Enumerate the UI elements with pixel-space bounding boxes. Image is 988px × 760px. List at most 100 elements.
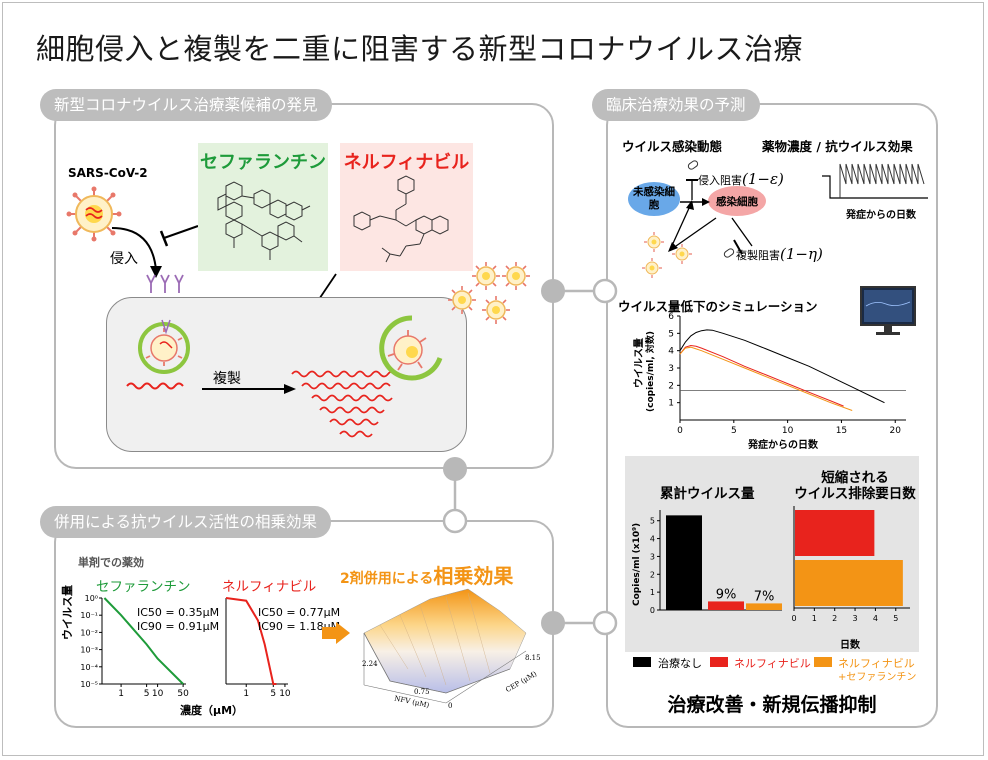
dose-xtick-label: 10 [279,689,291,699]
dose-xtick-label: 1 [243,689,249,699]
monitor-icon [860,286,916,335]
rep-block-text: 複製阻害 [736,249,780,262]
dose-ytick-label: 10⁰ [85,594,98,603]
pk-xlabel: 発症からの日数 [846,210,916,221]
dynamics-virions [642,232,692,278]
combo-title: 2剤併用による相乗効果 [340,560,513,589]
dose-xtick-label: 1 [118,689,124,699]
nfv-ic50: IC50 = 0.77μM [258,606,341,619]
virus-label: SARS-CoV-2 [68,166,148,180]
dynamics-label: ウイルス感染動態 [622,139,723,154]
replication-arrow [202,384,296,394]
sim-ytick-label: 1 [668,399,674,409]
legend-label-nfv: ネルフィナビル [734,657,811,670]
dose-ytick-label: 10⁻² [80,628,98,637]
assembly-icon [379,315,443,381]
nfv-ic90: IC90 = 1.18μM [258,620,341,633]
sim-xtick-label: 0 [677,426,683,436]
combo-emphasis: 相乗効果 [433,564,514,588]
cum-ytick-label: 2 [650,570,655,579]
cum-bar-1 [708,601,744,610]
single-drug-label: 単剤での薬効 [78,556,144,569]
dur-xlabel: 日数 [840,640,860,651]
cum-ytick-label: 1 [650,588,655,597]
synergy-surface-plot [363,588,527,704]
cum-ytick-label: 4 [650,535,655,544]
sim-series-1 [679,344,844,407]
pill-icon-entry [687,160,699,170]
sim-ytick-label: 2 [668,381,674,391]
panel-synergy-title: 併用による抗ウイルス活性の相乗効果 [40,506,332,538]
uninfected-label: 未感染細胞 [633,186,675,211]
dur-title-1: 短縮される [821,470,889,486]
sim-series-2 [679,346,853,411]
cum-bar-label-1: 9% [716,587,737,602]
legend-label-combo-2: +セファランチン [838,672,917,683]
combo-prefix: 2剤併用による [340,571,434,587]
cum-ytick-label: 5 [650,517,655,526]
virus-icon [66,186,122,242]
conclusion: 治療改善・新規伝播抑制 [667,694,877,716]
dose-cep-curve [103,597,184,685]
dose-ytick-label: 10⁻⁴ [80,663,98,672]
infected-cell [708,186,766,216]
pk-plot [822,163,928,199]
dose-xtick-label: 10 [152,689,164,699]
dose-xtick-label: 5 [144,689,150,699]
rep-block-formula: (1−η) [780,245,823,263]
dur-xtick-label: 4 [873,614,878,623]
sim-ytick-label: 6 [668,312,674,322]
cep-curve-title: セファランチン [96,579,191,595]
surface-tick-b: 0.75 [414,688,430,696]
nelfinavir-structure [353,175,449,263]
dose-xlabel: 濃度（μM） [180,704,244,717]
dynamics-arrows [668,179,753,255]
dose-ytick-label: 10⁻⁵ [80,680,98,689]
sim-series-0 [679,329,885,404]
cepharanthine-structure [217,181,311,260]
sim-xtick-label: 15 [836,426,847,436]
entry-block-text: 侵入阻害 [698,174,742,187]
cep-ic50: IC50 = 0.35μM [137,606,220,619]
cum-bar-label-2: 7% [754,589,775,604]
sim-xlabel: 発症からの日数 [748,440,818,451]
entry-label: 侵入 [110,251,138,267]
surface-tick-d: 0 [448,702,453,710]
cep-ic90: IC90 = 0.91μM [137,620,220,633]
cum-bar-0 [666,515,702,610]
dur-xtick-label: 0 [791,614,796,623]
sim-xtick-label: 10 [782,426,794,436]
cum-bar-2 [746,603,782,610]
uninfected-cell [628,182,680,216]
dur-bar-1 [795,560,903,606]
dose-ytick-label: 10⁻³ [80,646,98,655]
page-title: 細胞侵入と複製を二重に阻害する新型コロナウイルス治療 [36,32,804,66]
pill-icon-replication [723,248,735,258]
sim-ytick-label: 5 [668,329,674,339]
dose-xtick-label: 50 [177,689,189,699]
panel-discovery-title: 新型コロナウイルス治療薬候補の発見 [40,89,332,121]
cum-ylabel: Copies/ml (x10⁹) [632,522,642,606]
dur-xtick-label: 5 [893,614,898,623]
entry-arrow [111,227,162,278]
viral-rna [126,382,184,390]
dur-xtick-label: 2 [832,614,837,623]
nelfinavir-box [340,143,473,271]
cum-ytick-label: 0 [650,606,655,615]
sim-ytick-label: 3 [668,364,674,374]
panel-connectors [442,278,618,636]
dur-bar-0 [795,510,875,556]
surface-tick-a: 2.24 [362,660,378,668]
rep-block-label: 複製阻害(1−η) [736,245,823,263]
nelfinavir-name: ネルフィナビル [343,152,470,173]
dose-nfv-curve [225,597,277,685]
synergy-arrow [322,622,350,644]
legend-swatch-nfv [710,657,728,667]
dose-ylabel: ウイルス量 [61,585,74,640]
entry-inhibition-line [159,225,199,247]
sim-xtick-label: 5 [731,426,737,436]
legend-label-none: 治療なし [658,657,702,670]
